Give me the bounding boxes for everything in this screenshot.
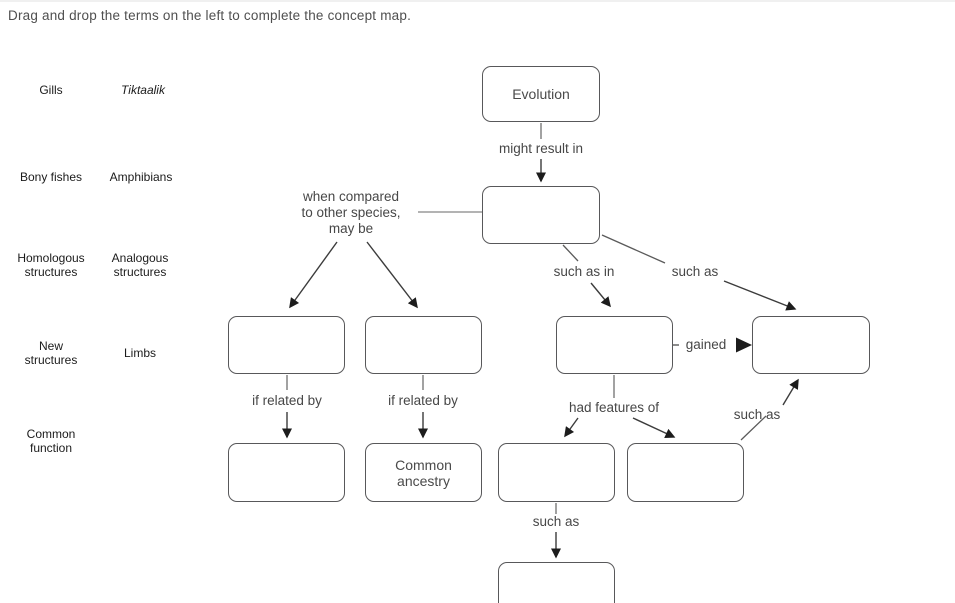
edge-label-such-as-in: such as in — [553, 264, 615, 279]
edge-label-such-as-right: such as — [733, 407, 781, 422]
drop-target-compare-right[interactable] — [365, 316, 482, 374]
term-tiktaalik[interactable]: Tiktaalik — [121, 83, 165, 97]
edge-label-such-as-bottom: such as — [532, 514, 580, 529]
term-common-function[interactable]: Common function — [26, 427, 76, 455]
drop-target-bottom[interactable] — [498, 562, 615, 603]
term-bony-fishes[interactable]: Bony fishes — [19, 170, 83, 184]
drop-target-result[interactable] — [482, 186, 600, 244]
node-common-ancestry: Common ancestry — [365, 443, 482, 502]
term-new-structures[interactable]: New structures — [24, 339, 78, 367]
instruction-text: Drag and drop the terms on the left to c… — [8, 8, 412, 23]
term-gills[interactable]: Gills — [39, 83, 63, 97]
edge-label-if-related-by-1: if related by — [252, 393, 322, 408]
edge-label-if-related-by-2: if related by — [388, 393, 458, 408]
edge-label-gained: gained — [685, 337, 727, 352]
edge-label-had-features-of: had features of — [568, 400, 660, 415]
edge-label-when-compared: when compared to other species, may be — [301, 189, 401, 236]
drop-target-related-left[interactable] — [228, 443, 345, 502]
drop-target-organism[interactable] — [556, 316, 673, 374]
edge-label-such-as-top: such as — [671, 264, 719, 279]
term-homologous-structures[interactable]: Homologous structures — [17, 251, 85, 279]
edge-label-might-result-in: might result in — [498, 141, 584, 156]
drop-target-gained-item[interactable] — [752, 316, 870, 374]
drop-target-features-right[interactable] — [627, 443, 744, 502]
term-analogous-structures[interactable]: Analogous structures — [111, 251, 169, 279]
drop-target-compare-left[interactable] — [228, 316, 345, 374]
term-amphibians[interactable]: Amphibians — [109, 170, 173, 184]
node-evolution: Evolution — [482, 66, 600, 122]
drop-target-features-left[interactable] — [498, 443, 615, 502]
term-limbs[interactable]: Limbs — [123, 346, 157, 360]
